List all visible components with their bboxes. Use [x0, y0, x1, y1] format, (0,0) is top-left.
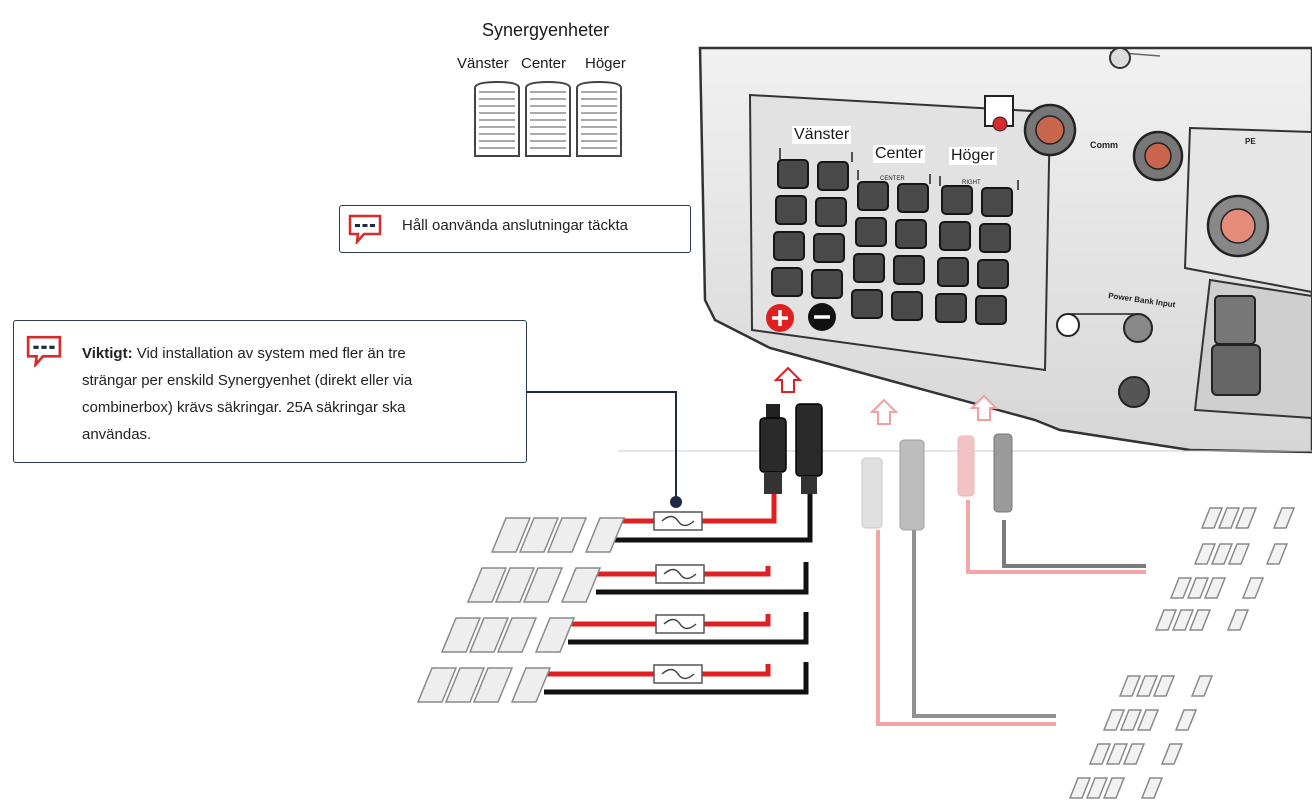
- mc4-positive-connector: [759, 404, 787, 494]
- note-important-text: Viktigt: Vid installation av system med …: [82, 340, 522, 448]
- faded-panel-rows-center: [1068, 675, 1214, 799]
- solar-panel-row: [466, 567, 602, 603]
- unit-label-right: Höger: [585, 55, 626, 72]
- note-important-line-3: combinerbox) krävs säkringar. 25A säkrin…: [82, 399, 406, 416]
- comm-label: Comm: [1090, 140, 1118, 150]
- string-1: [612, 492, 813, 543]
- panel-label-right: Höger: [949, 147, 997, 165]
- comm-gland-connector: [1132, 130, 1184, 182]
- solar-panel-row: [416, 667, 552, 703]
- mc4-negative-connector: [795, 403, 823, 494]
- arrow-up-icon: [969, 394, 999, 421]
- note-important: Viktigt: Vid installation av system med …: [13, 320, 527, 463]
- positive-terminal-icon: [766, 304, 794, 332]
- fuse-icon: [655, 564, 705, 584]
- note-cover-unused: Håll oanvända anslutningar täckta: [339, 205, 691, 253]
- solar-panel-row: [490, 517, 626, 553]
- string-3: [568, 612, 809, 645]
- arrow-up-icon: [773, 366, 803, 393]
- string-4: [544, 662, 809, 695]
- units-title: Synergyenheter: [482, 20, 610, 40]
- string-2: [596, 562, 809, 595]
- fuse-icon: [655, 614, 705, 634]
- fuse-icon: [653, 511, 703, 531]
- speech-bubble-icon: [348, 214, 382, 244]
- fuse-icon: [653, 664, 703, 684]
- note-important-line-1: Vid installation av system med fler än t…: [136, 345, 406, 362]
- pe-label: PE: [1245, 137, 1256, 146]
- faded-string-right: [957, 433, 1146, 574]
- callout-leader-line: [526, 391, 677, 500]
- callout-leader-dot: [670, 496, 682, 508]
- dc-connector-array: [771, 159, 1013, 325]
- power-bank-ports: [1056, 313, 1153, 343]
- note-important-label: Viktigt:: [82, 345, 133, 362]
- unit-label-left: Vänster: [457, 55, 509, 72]
- panel-label-center: Center: [873, 145, 926, 163]
- solar-panel-row: [440, 617, 576, 653]
- ac-gland-connector: [1023, 103, 1077, 157]
- note-important-line-2: strängar per enskild Synergyenhet (direk…: [82, 372, 413, 389]
- center-tag: CENTER: [880, 176, 905, 182]
- arrow-up-icon: [869, 398, 899, 425]
- speech-bubble-icon: [26, 335, 62, 367]
- synergy-units-icon: [474, 80, 622, 157]
- note-important-line-4: användas.: [82, 426, 152, 443]
- negative-terminal-icon: [808, 303, 836, 331]
- faded-panel-rows-right: [1154, 507, 1296, 631]
- pe-gland-connector: [1206, 194, 1270, 258]
- unit-label-center: Center: [521, 55, 567, 72]
- panel-label-left: Vänster: [792, 126, 852, 144]
- note-cover-unused-text: Håll oanvända anslutningar täckta: [402, 217, 628, 234]
- right-tag: RIGHT: [962, 180, 981, 186]
- switch-plug: [984, 95, 1014, 132]
- faded-string-center: [861, 439, 1056, 726]
